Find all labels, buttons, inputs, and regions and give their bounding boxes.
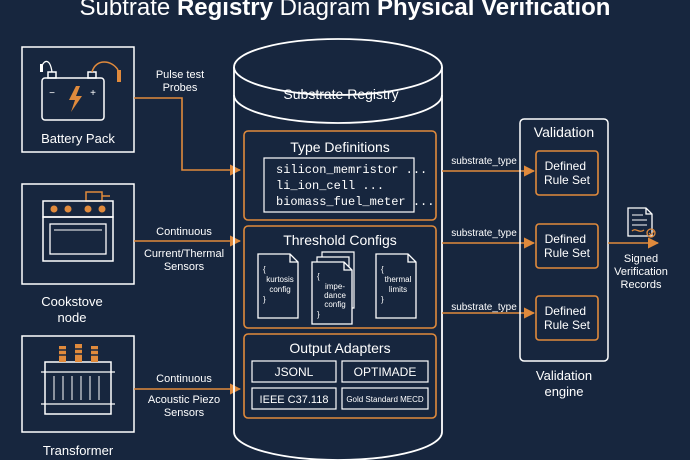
output-label-3: Records <box>621 279 662 291</box>
adapter-optimade: OPTIMADE <box>354 365 417 379</box>
svg-text:−: − <box>49 88 55 99</box>
rule-set-label-line-2: Rule Set <box>544 173 591 187</box>
threshold-configs-panel[interactable]: Threshold Configs { kurtosis config } { … <box>243 225 437 329</box>
doc-line: kurtosis <box>266 275 294 284</box>
signed-document-icon <box>627 207 656 238</box>
rule-set-label-line-2: Rule Set <box>544 318 591 332</box>
substrate-type-label-1: substrate_type <box>451 156 517 167</box>
doc-line: thermal <box>385 275 412 284</box>
title-part-1: Subtrate <box>80 0 177 21</box>
doc-line: dance <box>324 291 346 300</box>
battery-pack-node[interactable]: − + Battery Pack <box>21 46 135 153</box>
doc-line: config <box>324 300 345 309</box>
cookstove-arrow-label-1: Continuous <box>156 226 212 238</box>
output-adapters-title: Output Adapters <box>289 340 390 356</box>
doc-line: } <box>317 310 320 319</box>
adapter-ieee: IEEE C37.118 <box>260 394 329 406</box>
battery-arrow <box>134 97 242 176</box>
type-definition-item: silicon_memristor ... <box>276 163 427 177</box>
page-title: Subtrate Registry Diagram Physical Verif… <box>80 0 611 21</box>
rule-set-1[interactable]: Defined Rule Set <box>535 150 599 196</box>
rule-set-label-line-2: Rule Set <box>544 246 591 260</box>
rule-set-line-2: Defined Rule Set <box>544 232 591 260</box>
title-part-3: Diagram <box>273 0 377 21</box>
validation-title: Validation <box>534 124 594 140</box>
doc-line: limits <box>389 285 407 294</box>
validation-engine: Validation <box>519 118 609 362</box>
transformer-label: Transformer <box>43 443 114 458</box>
doc-line: { <box>263 265 266 274</box>
kurtosis-config-doc: { kurtosis config } <box>257 253 299 319</box>
transformer-arrow-label-2: Acoustic Piezo <box>148 394 220 406</box>
rule-set-3[interactable]: Defined Rule Set <box>535 295 599 341</box>
battery-arrow-label-1: Pulse test <box>156 69 204 81</box>
battery-icon: − + <box>40 60 121 121</box>
type-definitions-title: Type Definitions <box>290 139 390 155</box>
adapter-gold-standard: Gold Standard MECD <box>346 395 424 404</box>
battery-arrow-label-2: Probes <box>163 82 198 94</box>
stove-icon <box>42 191 114 262</box>
output-adapters-panel[interactable]: Output Adapters JSONL OPTIMADE IEEE C37.… <box>243 333 437 419</box>
validation-engine-label-1: Validation <box>536 368 592 383</box>
rule-set-2[interactable]: Defined Rule Set <box>535 223 599 269</box>
doc-line: impe- <box>325 282 345 291</box>
rule-set-line-3: Defined Rule Set <box>544 304 591 332</box>
type-definition-item: li_ion_cell ... <box>276 179 384 193</box>
cookstove-arrow-label-3: Sensors <box>164 261 205 273</box>
cookstove-node[interactable] <box>21 183 135 285</box>
doc-line: { <box>317 272 320 281</box>
doc-line: { <box>381 265 384 274</box>
substrate-type-label-3: substrate_type <box>451 302 517 313</box>
title-part-4: Physical Verification <box>377 0 610 21</box>
cookstove-arrow-label-2: Current/Thermal <box>144 248 224 260</box>
transformer-arrow-label-3: Sensors <box>164 407 205 419</box>
rule-set-label: Defined <box>545 304 586 318</box>
thermal-limits-doc: { thermal limits } <box>375 253 417 319</box>
threshold-configs-title: Threshold Configs <box>283 232 397 248</box>
title-part-2: Registry <box>177 0 274 21</box>
svg-text:+: + <box>90 88 96 99</box>
doc-line: } <box>381 295 384 304</box>
registry-title: Substrate Registry <box>283 86 398 102</box>
adapter-jsonl: JSONL <box>275 365 314 379</box>
validation-engine-label-2: engine <box>544 384 583 399</box>
impedance-config-doc: { impe- dance config } <box>311 251 355 325</box>
transformer-icon <box>41 344 115 415</box>
substrate-type-label-2: substrate_type <box>451 228 517 239</box>
battery-label: Battery Pack <box>41 131 115 146</box>
doc-line: config <box>269 285 290 294</box>
type-definition-item: biomass_fuel_meter ... <box>276 195 434 209</box>
type-definitions-panel[interactable]: Type Definitions silicon_memristor ... l… <box>243 130 437 221</box>
rule-set-label: Defined <box>545 232 586 246</box>
transformer-arrow-label-1: Continuous <box>156 373 212 385</box>
output-label-1: Signed <box>624 253 658 265</box>
doc-line: } <box>263 295 266 304</box>
output-label-2: Verification <box>614 266 668 278</box>
rule-set-label: Defined <box>545 159 586 173</box>
rule-set-line-1: Defined Rule Set <box>544 159 591 187</box>
cookstove-label-2: node <box>58 310 87 325</box>
cookstove-label-1: Cookstove <box>41 294 102 309</box>
transformer-node[interactable] <box>21 335 135 433</box>
